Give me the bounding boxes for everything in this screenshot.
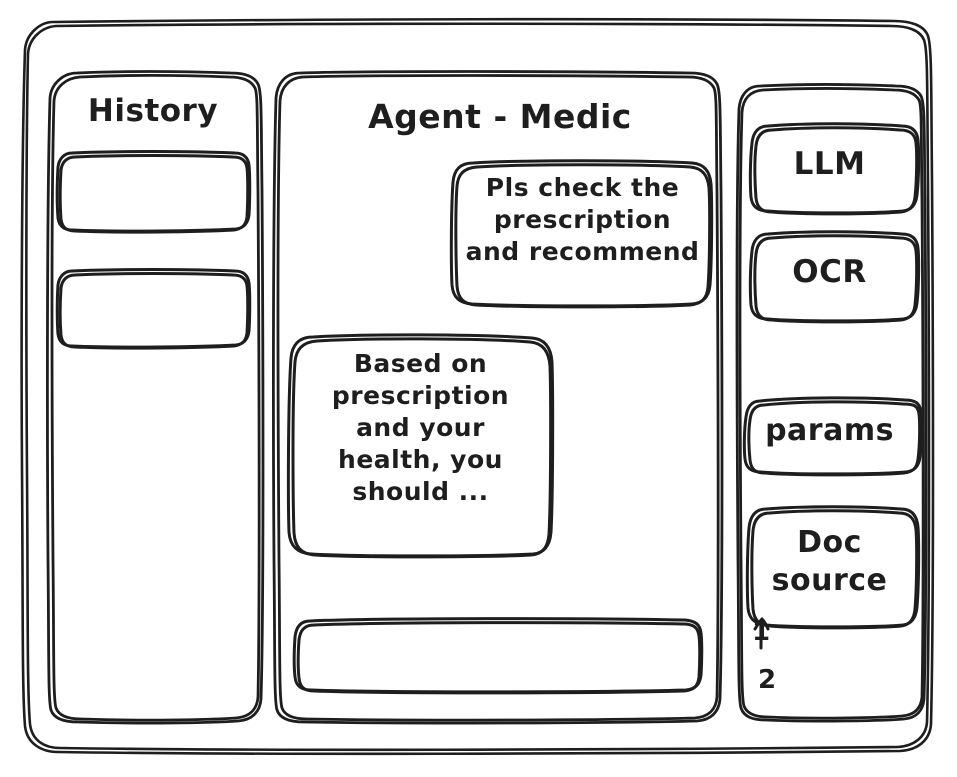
- tool-button-ocr[interactable]: OCR: [792, 254, 867, 290]
- doc-source-item-1[interactable]: 1: [752, 617, 771, 647]
- history-item-1[interactable]: [58, 152, 250, 232]
- history-panel-title: History: [87, 93, 219, 129]
- assistant-message-bubble: Based on prescription and your health, y…: [331, 349, 510, 506]
- doc-source-button[interactable]: Doc source: [771, 525, 888, 599]
- page-title: Agent - Medic: [368, 97, 632, 136]
- message-input[interactable]: [295, 620, 701, 692]
- user-message-bubble: Pls check the prescription and recommend: [465, 173, 700, 266]
- params-button[interactable]: params: [765, 413, 894, 448]
- doc-source-item-2[interactable]: 2: [758, 665, 777, 695]
- history-item-2[interactable]: [58, 270, 250, 348]
- tool-button-llm[interactable]: LLM: [793, 146, 866, 182]
